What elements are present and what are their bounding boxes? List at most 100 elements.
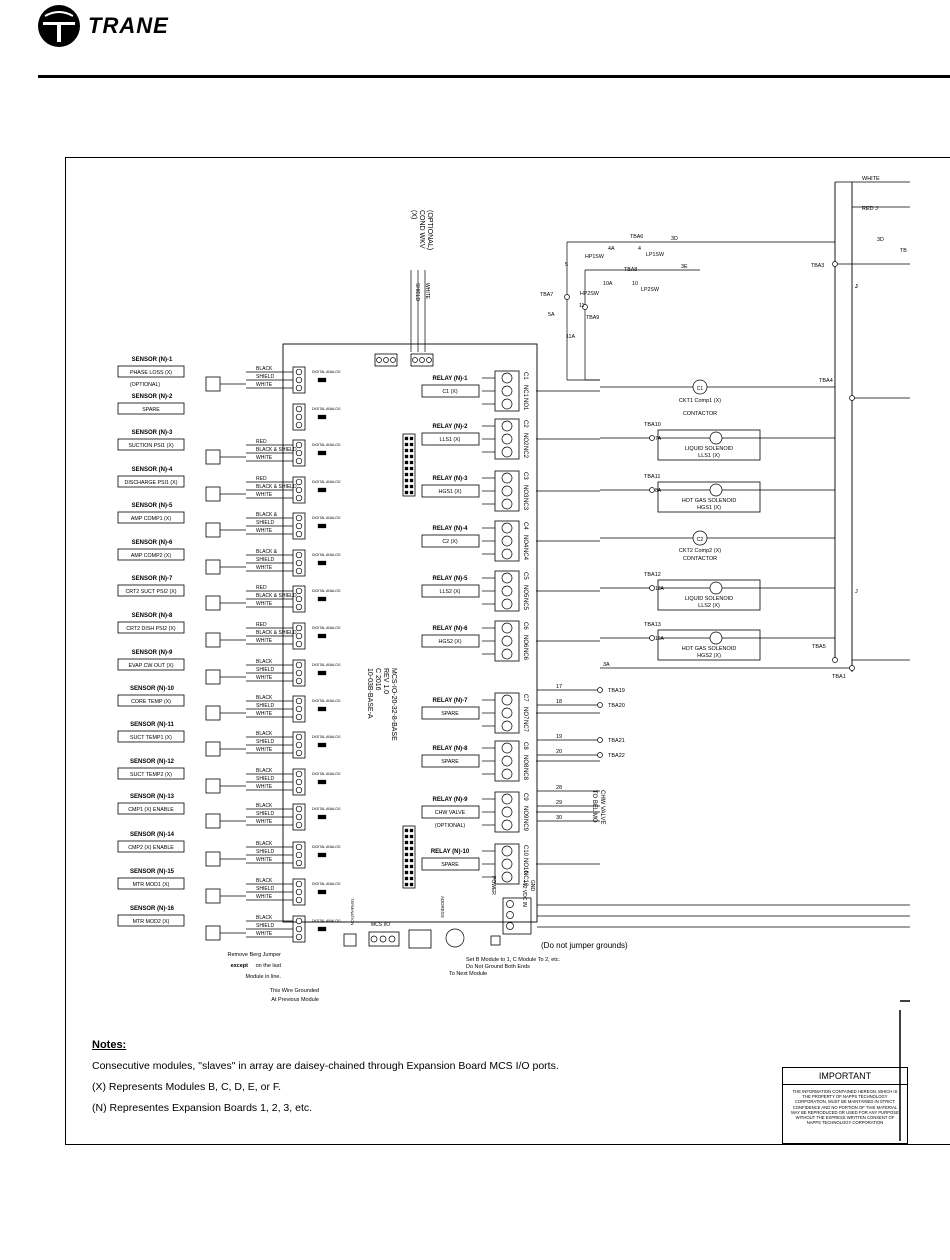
pin — [409, 454, 414, 459]
relay-screw — [501, 768, 513, 780]
da-jumper — [317, 779, 327, 785]
tba1-label: TBA1 — [832, 674, 846, 680]
tba1-node — [849, 665, 855, 671]
wire-color-label: BLACK — [256, 695, 273, 701]
relay-screw — [501, 535, 513, 547]
screw-terminal — [295, 677, 303, 685]
screw-terminal — [295, 530, 303, 538]
solenoid-sub-label: HGS2 (X) — [697, 653, 721, 659]
screw-terminal — [295, 522, 303, 530]
wire-color-label: WHITE — [256, 382, 273, 388]
switch-label: 4A — [608, 246, 615, 252]
top-connector — [410, 353, 434, 367]
wire-color-label: BLACK — [256, 803, 273, 809]
sensor-device — [205, 888, 221, 904]
sensor-terminal-block — [292, 403, 306, 431]
pin — [404, 876, 409, 881]
da-jumper — [317, 523, 327, 529]
screw-terminal — [390, 357, 396, 363]
pin — [404, 460, 409, 465]
pin — [409, 864, 414, 869]
tba4-label: TBA4 — [819, 378, 833, 384]
digital-analog-label: DIGITAL ANALOG — [312, 626, 341, 630]
pin — [409, 484, 414, 489]
screw-terminal — [370, 935, 378, 943]
expansion-port — [408, 929, 432, 949]
sensor-title: SENSOR (N)-4 — [132, 467, 173, 473]
belimo-label: TO BELIMO — [591, 790, 597, 823]
pin — [409, 436, 414, 441]
except-note: except — [231, 963, 249, 969]
pin — [404, 466, 409, 471]
wire-color-label: BLACK & SHIELD — [256, 630, 297, 636]
screw-terminal — [379, 935, 387, 943]
relay-pin-label: C10 — [522, 845, 528, 857]
remove-berg-note: Remove Berg Jumper — [228, 952, 282, 958]
relay-box — [421, 534, 480, 548]
screw-terminal — [295, 632, 303, 640]
relay-pin-label: NC8 — [522, 768, 528, 781]
digital-analog-label: DIGITAL ANALOG — [312, 845, 341, 849]
da-jumper — [317, 706, 327, 712]
term-label: 8A — [655, 488, 662, 494]
terminal-number: 28 — [556, 785, 562, 791]
digital-analog-label: DIGITAL ANALOG — [312, 663, 341, 667]
relay-title: RELAY (N)-6 — [432, 626, 468, 632]
solenoid-coil — [709, 581, 723, 595]
screw-terminal — [295, 896, 303, 904]
pin — [409, 472, 414, 477]
sensor-box-label: SUCTION PSI1 (X) — [128, 443, 174, 449]
screw-terminal — [295, 770, 303, 778]
sensor-box — [117, 365, 185, 378]
sensor-box — [117, 658, 185, 671]
da-jumper — [317, 596, 327, 602]
wire-color-label: WHITE — [256, 528, 273, 534]
relay-pin-label: C1 — [522, 372, 528, 380]
relay-box-label: LLS2 (X) — [440, 589, 461, 595]
board-label: REV 1.0 — [382, 668, 389, 694]
screw-terminal — [295, 778, 303, 786]
screw-terminal — [506, 911, 514, 919]
sensor-device — [205, 778, 221, 794]
at-previous-note: At Previous Module — [271, 997, 319, 1003]
wire-color-label: BLACK & SHIELD — [256, 593, 297, 599]
da-jumper — [317, 414, 327, 420]
switch-label: 3E — [681, 264, 688, 270]
top-connector — [374, 353, 398, 367]
da-jumper — [317, 450, 327, 456]
wire-color-label: RED — [256, 439, 267, 445]
solenoid-label: LIQUID SOLENOID — [685, 446, 733, 452]
sensor-title: SENSOR (N)-13 — [130, 794, 175, 800]
wire-color-label: SHIELD — [256, 667, 274, 673]
relay-screw — [501, 522, 513, 534]
screw-terminal — [295, 405, 303, 413]
da-jumper — [317, 377, 327, 383]
relay-screw — [501, 485, 513, 497]
solenoid-coil — [709, 631, 723, 645]
screw-terminal — [295, 749, 303, 757]
sensor-box-label: EVAP CW OUT (X) — [128, 663, 173, 669]
da-jumper — [317, 889, 327, 895]
solenoid-box — [657, 629, 761, 661]
pin — [409, 876, 414, 881]
sensor-box — [117, 840, 185, 853]
relay-pin-label: C2 — [522, 420, 528, 428]
wire-color-label: BLACK — [256, 659, 273, 665]
relay-pin-label: NO10 — [522, 858, 528, 874]
diagram-frame — [65, 157, 950, 1145]
relay-screw — [501, 694, 513, 706]
tba5-label: TBA5 — [812, 644, 826, 650]
pin — [404, 442, 409, 447]
relay-screw — [501, 585, 513, 597]
sensor-box-label: CRT2 SUCT PSI2 (X) — [125, 589, 176, 595]
sensor-device — [205, 522, 221, 538]
relay-screw — [501, 793, 513, 805]
digital-analog-label: DIGITAL ANALOG — [312, 699, 341, 703]
sensor-box — [117, 802, 185, 815]
relay-screw — [501, 622, 513, 634]
screw-terminal — [295, 421, 303, 429]
note-line: (N) Representes Expansion Boards 1, 2, 3… — [92, 1102, 313, 1114]
terminal-node — [597, 737, 603, 743]
screw-terminal — [295, 843, 303, 851]
tba-label: TBA10 — [644, 422, 661, 428]
